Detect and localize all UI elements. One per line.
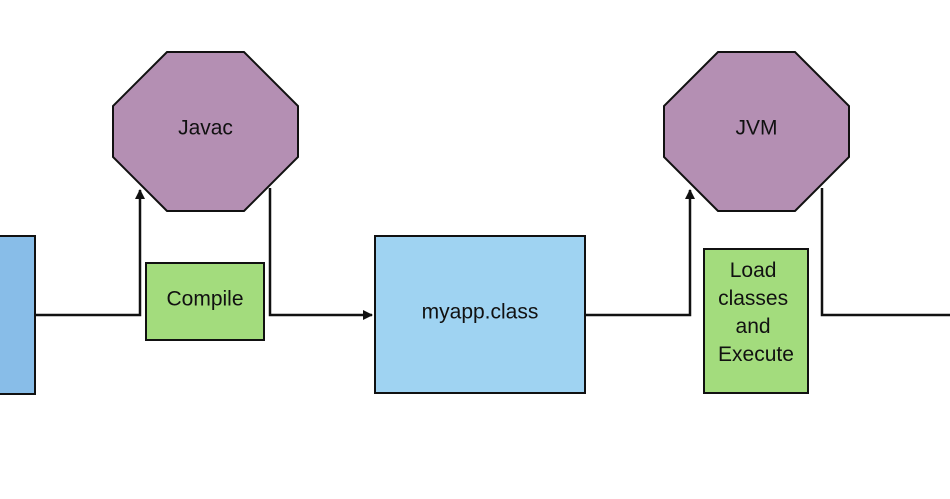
source-file-box [0,235,36,395]
connector-class-file-to-jvm [586,189,695,317]
javac-label: Javac [178,117,233,140]
load-execute-label: Load classes and Execute [718,259,794,366]
load-execute-line: Load [730,259,777,282]
jvm-node: JVM [663,51,850,212]
javac-node: Javac [112,51,299,212]
octagon-shape [663,51,850,212]
compile-node: Compile [145,262,265,341]
class-file-label: myapp.class [422,301,539,324]
load-execute-line: and [736,315,771,338]
connector-source-to-javac [35,189,145,317]
octagon-shape [112,51,299,212]
class-file-box [374,235,586,394]
jvm-label: JVM [736,117,778,140]
compile-box [145,262,265,341]
connector-jvm-to-output [820,188,950,317]
compile-label: Compile [166,288,243,311]
load-execute-node: Load classes and Execute [703,248,809,394]
load-execute-line: Execute [718,343,794,366]
load-execute-box [703,248,809,394]
load-execute-line: classes [718,287,788,310]
connector-javac-to-class-file [268,188,373,320]
class-file-node: myapp.class [374,235,586,394]
